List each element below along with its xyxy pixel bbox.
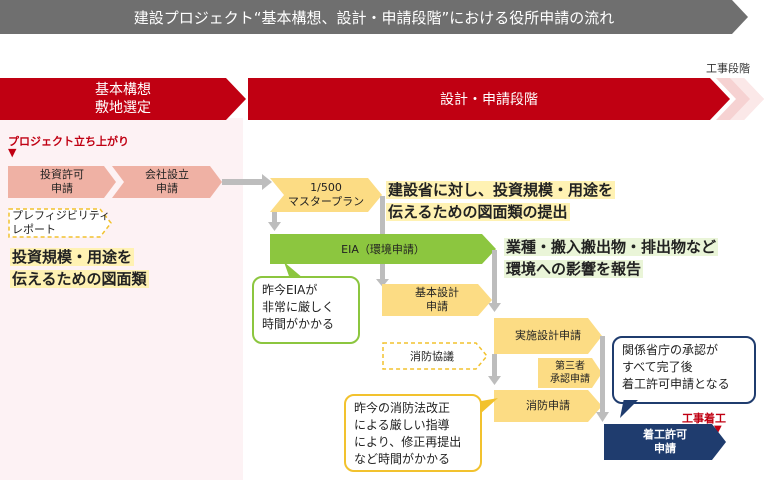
detail-design-step: 実施設計申請 bbox=[494, 318, 602, 354]
fire-bubble-line2: による厳しい指導 bbox=[354, 418, 450, 432]
flow-arrowhead-eia-basic bbox=[376, 279, 389, 287]
eia-bubble: 昨今EIAが 非常に厳しく 時間がかかる bbox=[252, 276, 360, 344]
basic-phase-line1: 基本構想 bbox=[95, 82, 151, 98]
approval-bubble-line3: 着工許可申請となる bbox=[622, 377, 730, 391]
construction-phase-label: 工事段階 bbox=[706, 62, 750, 75]
left-note: 投資規模・用途を 伝えるための図面類 bbox=[10, 246, 149, 290]
construction-start-label: 工事着工 bbox=[682, 412, 726, 425]
flow-arrow-detail-fire bbox=[492, 354, 497, 378]
start-permit-line1: 着工許可 bbox=[643, 428, 687, 441]
master-plan-line2: マスタープラン bbox=[287, 195, 365, 208]
third-party-line2: 承認申請 bbox=[550, 374, 590, 385]
fire-bubble-line3: により、修正再提出 bbox=[354, 435, 462, 449]
company-setup-line2: 申請 bbox=[156, 182, 178, 195]
fire-apply-step: 消防申請 bbox=[494, 390, 602, 422]
page-title: 建設プロジェクト“基本構想、設計・申請段階”における役所申請の流れ bbox=[0, 0, 748, 34]
company-setup-step: 会社設立 申請 bbox=[112, 166, 222, 198]
approval-bubble-line1: 関係省庁の承認が bbox=[622, 343, 719, 357]
eia-bubble-line1: 昨今EIAが bbox=[262, 283, 318, 297]
third-party-step: 第三者 承認申請 bbox=[538, 358, 602, 388]
basic-phase-bar: 基本構想 敷地選定 bbox=[0, 78, 246, 120]
master-note-line1: 建設省に対し、投資規模・用途を bbox=[386, 181, 616, 199]
prefeasibility-report: プレフィジビリティ レポート bbox=[8, 208, 112, 238]
flow-arrowhead-detail-fire bbox=[488, 376, 501, 385]
flow-arrow-eia-basic bbox=[380, 264, 385, 282]
flow-arrow-to-master bbox=[222, 179, 264, 185]
eia-bubble-line3: 時間がかかる bbox=[262, 317, 335, 331]
fire-bubble-line1: 昨今の消防法改正 bbox=[354, 401, 451, 415]
master-plan-step: 1/500 マスタープラン bbox=[270, 178, 382, 212]
flow-arrow-master-down bbox=[272, 212, 277, 224]
flow-arrowhead-master-down bbox=[268, 222, 281, 231]
flow-arrow-master-eia bbox=[380, 196, 385, 234]
investment-permit-line2: 申請 bbox=[51, 182, 73, 195]
approval-bubble: 関係省庁の承認が すべて完了後 着工許可申請となる bbox=[612, 336, 756, 404]
fire-bubble-line4: など時間がかかる bbox=[354, 452, 451, 466]
approval-bubble-line2: すべて完了後 bbox=[622, 360, 693, 374]
flow-arrow-to-start-permit bbox=[600, 336, 605, 414]
start-permit-step: 着工許可 申請 bbox=[604, 424, 726, 460]
flow-arrowhead-eia-detail bbox=[488, 303, 501, 312]
fire-consult-outline bbox=[382, 342, 488, 370]
third-party-line1: 第三者 bbox=[555, 361, 585, 372]
left-note-line1: 投資規模・用途を bbox=[10, 248, 135, 266]
eia-step: EIA（環境申請） bbox=[270, 234, 496, 264]
fire-consult-label: 消防協議 bbox=[410, 350, 454, 363]
design-phase-label: 設計・申請段階 bbox=[440, 92, 538, 108]
master-plan-note: 建設省に対し、投資規模・用途を 伝えるための図面類の提出 bbox=[386, 179, 616, 223]
master-plan-line1: 1/500 bbox=[310, 181, 342, 194]
fire-bubble: 昨今の消防法改正 による厳しい指導 により、修正再提出 など時間がかかる bbox=[344, 394, 482, 472]
eia-bubble-line2: 非常に厳しく bbox=[262, 300, 335, 314]
flow-arrowhead-to-start-permit bbox=[596, 412, 609, 422]
page-title-text: 建設プロジェクト“基本構想、設計・申請段階”における役所申請の流れ bbox=[133, 8, 615, 27]
fire-consult: 消防協議 bbox=[382, 342, 488, 370]
flow-arrowhead-to-master bbox=[262, 174, 272, 190]
project-start-label: プロジェクト立ち上がり bbox=[8, 135, 129, 148]
basic-design-line1: 基本設計 bbox=[415, 286, 459, 299]
project-start-marker: ▼ bbox=[8, 146, 17, 159]
prefeasibility-outline bbox=[8, 208, 112, 238]
prefeasibility-line2: レポート bbox=[12, 223, 56, 236]
basic-phase-line2: 敷地選定 bbox=[95, 100, 151, 116]
fire-apply-label: 消防申請 bbox=[526, 399, 570, 412]
detail-design-label: 実施設計申請 bbox=[515, 329, 581, 342]
investment-permit-line1: 投資許可 bbox=[40, 168, 84, 181]
left-note-line2: 伝えるための図面類 bbox=[10, 270, 149, 288]
eia-note-line1: 業種・搬入搬出物・排出物など bbox=[504, 238, 719, 256]
prefeasibility-line1: プレフィジビリティ bbox=[12, 209, 111, 222]
start-permit-line2: 申請 bbox=[654, 442, 676, 455]
master-note-line2: 伝えるための図面類の提出 bbox=[386, 203, 570, 221]
basic-design-line2: 申請 bbox=[426, 300, 448, 313]
eia-note: 業種・搬入搬出物・排出物など 環境への影響を報告 bbox=[504, 236, 719, 280]
design-phase-bar: 設計・申請段階 bbox=[248, 78, 730, 120]
company-setup-line1: 会社設立 bbox=[145, 168, 189, 181]
eia-note-line2: 環境への影響を報告 bbox=[504, 260, 644, 278]
basic-design-step: 基本設計 申請 bbox=[382, 284, 492, 316]
flow-arrow-eia-detail bbox=[492, 250, 497, 306]
construction-start-marker: ▼ bbox=[714, 424, 722, 435]
investment-permit-step: 投資許可 申請 bbox=[8, 166, 116, 198]
eia-label: EIA（環境申請） bbox=[341, 243, 425, 256]
